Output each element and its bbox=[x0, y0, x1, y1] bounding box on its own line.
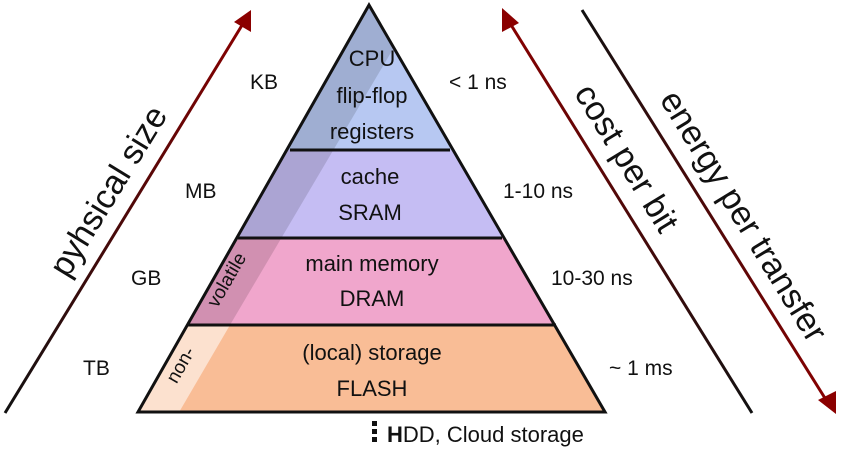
tier-cpu-line-1: CPU bbox=[349, 46, 395, 71]
footer-rest: DD, Cloud storage bbox=[403, 422, 584, 447]
latency-labels: < 1 ns 1-10 ns 10-30 ns ~ 1 ms bbox=[449, 71, 673, 380]
tier-dram-line-2: DRAM bbox=[340, 286, 405, 311]
volatile-band bbox=[180, 5, 419, 325]
size-tb: TB bbox=[83, 357, 110, 380]
tier-cpu-line-3: registers bbox=[330, 119, 414, 144]
footer-bold-letter: H bbox=[387, 422, 403, 447]
footer-note: HDD, Cloud storage bbox=[372, 421, 584, 447]
size-kb: KB bbox=[250, 71, 278, 94]
arrow-head-up-icon bbox=[502, 8, 519, 32]
tier-cache-line-1: cache bbox=[341, 164, 400, 189]
tier-cache-line-2: SRAM bbox=[338, 200, 402, 225]
tier-cpu-line-2: flip-flop bbox=[337, 83, 408, 108]
size-labels: KB MB GB TB bbox=[83, 71, 278, 380]
vertical-ellipsis-icon bbox=[372, 421, 377, 442]
latency-dram: 10-30 ns bbox=[551, 267, 633, 290]
physical-size-arrow bbox=[3, 10, 251, 414]
tier-cache-label: cache SRAM bbox=[338, 164, 402, 225]
pyramid-outline bbox=[135, 1, 608, 414]
tier-flash-line-1: (local) storage bbox=[302, 340, 441, 365]
tier-flash-line-2: FLASH bbox=[337, 376, 408, 401]
tier-flash-fill bbox=[138, 325, 605, 412]
tier-cpu-label: CPU flip-flop registers bbox=[330, 46, 414, 144]
size-gb: GB bbox=[131, 267, 161, 290]
footer-text: HDD, Cloud storage bbox=[387, 422, 584, 447]
arrow-head-down-icon bbox=[818, 391, 836, 414]
tier-flash-label: (local) storage FLASH bbox=[302, 340, 441, 401]
size-mb: MB bbox=[185, 180, 217, 203]
non-volatile-band bbox=[138, 325, 230, 412]
latency-sram: 1-10 ns bbox=[503, 180, 573, 203]
tier-dram-line-1: main memory bbox=[305, 251, 438, 276]
tier-dram-label: main memory DRAM bbox=[305, 251, 438, 311]
latency-registers: < 1 ns bbox=[449, 71, 507, 94]
arrow-head-up-icon bbox=[234, 10, 251, 32]
latency-flash: ~ 1 ms bbox=[609, 357, 673, 380]
physical-size-label: pyhsical size bbox=[42, 99, 175, 283]
cost-per-bit-arrow bbox=[502, 8, 754, 414]
energy-per-transfer-arrow bbox=[580, 9, 836, 414]
